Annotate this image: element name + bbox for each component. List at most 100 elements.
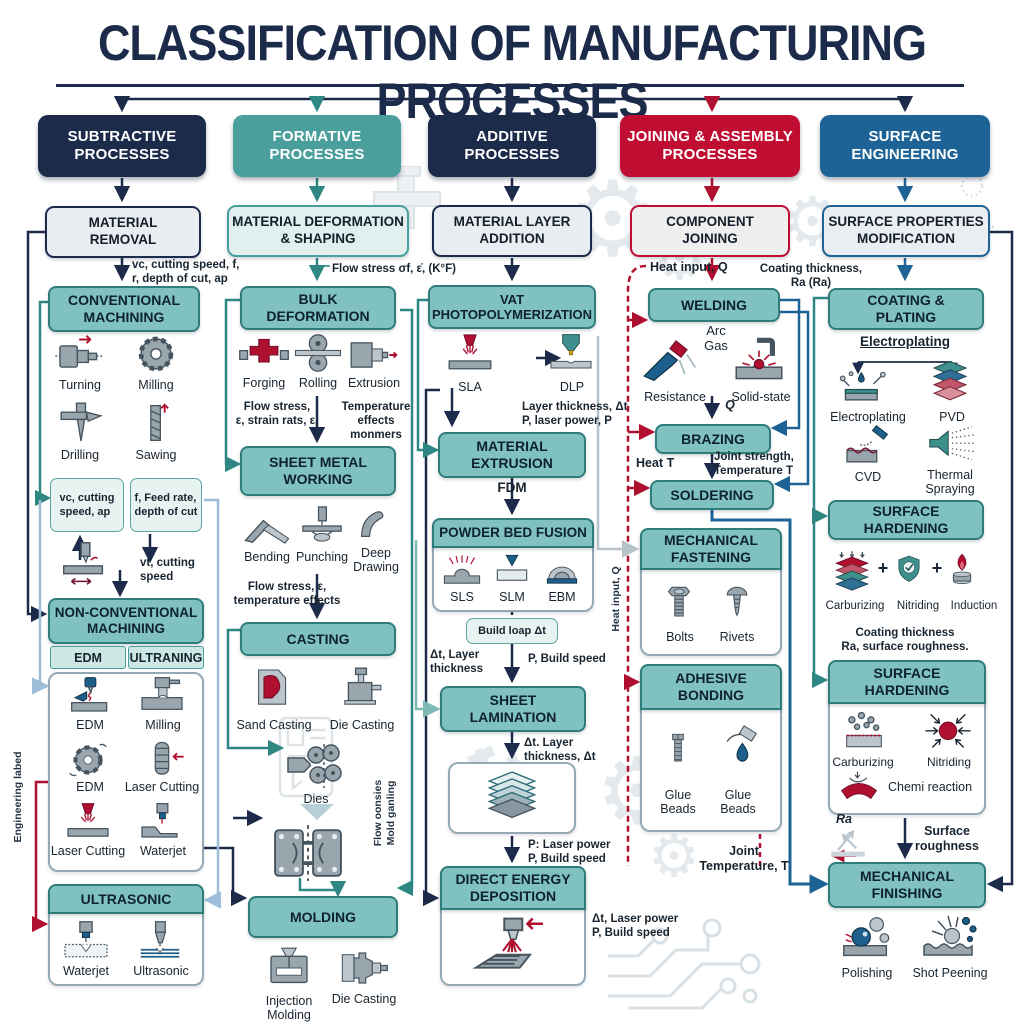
bolt-icon <box>658 576 700 628</box>
annotation-coating-thickness: Coating thickness, Ra (Ra) <box>759 263 863 290</box>
caption-edm-2: EDM <box>76 780 104 794</box>
caption-die-casting-1: Die Casting <box>329 718 395 732</box>
tab-ultraning: ULTRANING <box>128 646 204 669</box>
ra-roughness-icon <box>824 820 882 860</box>
caption-resistance: Resistance <box>644 390 706 404</box>
turning-icon <box>52 334 110 378</box>
die-casting-2-icon <box>336 948 392 988</box>
annotation-temperature-effects: Temperature effects monmers <box>341 401 411 442</box>
annotation-joint-temperature: Joint Temperature, T <box>699 844 789 874</box>
box-material-removal: MATERIAL REMOVAL <box>45 206 201 258</box>
box-direct-energy-deposition: DIRECT ENERGY DEPOSITION <box>440 866 586 910</box>
caption-bending: Bending <box>244 550 290 564</box>
die-casting-icon <box>334 660 388 716</box>
sawing-icon <box>130 400 182 446</box>
nitriding-ball-icon <box>922 706 974 754</box>
tab-edm: EDM <box>50 646 126 669</box>
box-surface-hardening-1: SURFACE HARDENING <box>828 500 984 540</box>
carburizing-layers-icon <box>826 546 878 596</box>
gear-watermark: ⚙ <box>648 824 700 889</box>
shot-peening-icon <box>920 910 980 964</box>
sand-casting-icon <box>246 660 300 716</box>
annotation-strain-rate: Flow stress, ε, strain rats, ε, <box>235 401 319 428</box>
caption-drilling: Drilling <box>60 448 100 462</box>
caption-injection-molding: Injection Molding <box>265 994 313 1022</box>
box-sheet-lamination: SHEET LAMINATION <box>440 686 586 732</box>
carburizing-dots-icon <box>838 710 890 754</box>
cylinder-laser-icon <box>134 740 190 780</box>
label-q: Q <box>725 398 735 412</box>
annotation-build-speed: P, Build speed <box>528 653 606 665</box>
box-soldering: SOLDERING <box>650 480 774 510</box>
bending-icon <box>240 504 294 548</box>
box-mechanical-finishing: MECHANICAL FINISHING <box>828 862 986 908</box>
caption-carburizing-2: Carburizing <box>832 755 894 769</box>
box-non-conventional-machining: NON-CONVENTIONAL MACHINING <box>48 598 204 644</box>
caption-fdm: FDM <box>497 480 527 495</box>
circuit-watermark <box>600 878 800 1022</box>
box-molding: MOLDING <box>248 896 398 938</box>
forging-icon <box>238 334 290 376</box>
box-coating-plating: COATING & PLATING <box>828 288 984 330</box>
caption-deep-drawing: Deep Drawing <box>353 546 399 574</box>
dies-to-mold-arrow <box>300 804 334 820</box>
header-joining: JOINING & ASSEMBLY PROCESSES <box>620 115 800 177</box>
annotation-layer-thickness: Layer thickness, Δt P, laser power, P <box>522 401 628 428</box>
caption-pvd: PVD <box>939 410 965 424</box>
annotation-flow-stress: Flow stress σf, ε̇, (K°F) <box>332 263 456 275</box>
annotation-cutting-speed: vc, cutting speed, f, r, depth of cut, a… <box>132 259 240 286</box>
annotation-joint-strength: Joint strength, Temperature T <box>714 451 794 478</box>
annotation-heat-input: Heat input, Q <box>650 260 728 274</box>
box-welding: WELDING <box>648 288 780 322</box>
chemi-reaction-icon <box>834 770 884 808</box>
edm-wheel-icon <box>62 740 114 780</box>
annotation-heat-t: Heat T <box>636 456 675 470</box>
title-underline <box>56 84 964 87</box>
box-conventional-machining: CONVENTIONAL MACHINING <box>48 286 200 332</box>
caption-glue-beads-1: Glue Beads <box>660 788 696 816</box>
rolling-icon <box>292 330 344 376</box>
caption-electroplating: Electroplating <box>830 410 906 424</box>
end-milling-icon <box>134 676 190 716</box>
rivet-icon <box>716 576 758 628</box>
caption-dlp: DLP <box>559 380 585 394</box>
extrusion-icon <box>346 334 398 376</box>
polishing-icon <box>838 912 896 964</box>
caption-induction: Induction <box>950 600 998 612</box>
build-rate-box: Build loap Δt <box>466 618 558 644</box>
caption-rolling: Rolling <box>298 376 338 390</box>
box-component-joining: COMPONENT JOINING <box>630 205 790 257</box>
side-label-mold-casting: Flow oonsies Mold ganling <box>372 779 398 847</box>
dies-rolls-icon <box>284 742 348 790</box>
box-ultrasonic: ULTRASONIC <box>48 884 204 914</box>
caption-sls: SLS <box>450 590 474 604</box>
caption-punching: Punching <box>295 550 349 564</box>
box-surface-properties: SURFACE PROPERTIES MODIFICATION <box>822 205 990 257</box>
thermal-spray-icon <box>922 424 978 468</box>
caption-shot-peening: Shot Peening <box>912 966 988 980</box>
plus-sign-2: + <box>931 558 943 578</box>
annotation-laser-power-2: Δt, Laser power P, Build speed <box>592 913 679 940</box>
label-electroplating: Electroplating <box>859 334 950 349</box>
solid-state-weld-icon <box>728 336 790 386</box>
box-powder-bed-fusion: POWDER BED FUSION <box>432 518 594 548</box>
injection-molding-icon <box>262 944 316 992</box>
annotation-surface-roughness: Surface roughness <box>915 824 979 854</box>
punching-icon <box>296 504 348 548</box>
milling-saw-icon <box>128 330 184 376</box>
caption-turning: Turning <box>59 378 101 392</box>
param-box-feed-rate: f, Feed rate, depth of cut <box>130 478 202 532</box>
label-ra: Ra <box>836 812 852 826</box>
caption-milling-2: Milling <box>145 718 181 732</box>
box-brazing: BRAZING <box>655 424 771 454</box>
caption-forging: Forging <box>242 376 286 390</box>
caption-waterjet-2: Waterjet <box>62 964 110 978</box>
ultrasonic-horn-icon <box>132 920 188 962</box>
sheet-stack-icon <box>478 766 546 828</box>
induction-flame-icon <box>942 542 982 596</box>
caption-nitriding-2: Nitriding <box>926 755 971 769</box>
box-adhesive-bonding: ADHESIVE BONDING <box>640 664 782 710</box>
header-formative: FORMATIVE PROCESSES <box>233 115 401 177</box>
slm-icon <box>490 552 534 588</box>
